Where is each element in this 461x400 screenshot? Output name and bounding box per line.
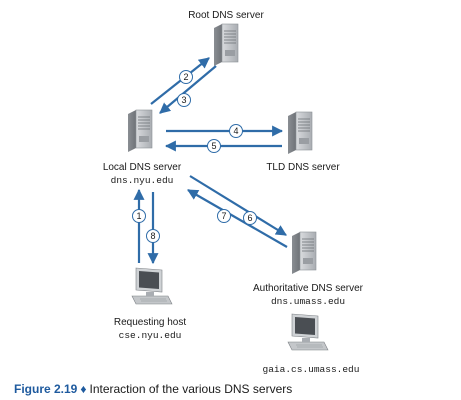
local-dns-server-label: Local DNS server bbox=[103, 162, 182, 173]
step-4-circle: 4 bbox=[229, 124, 243, 138]
step-1-circle: 1 bbox=[132, 209, 146, 223]
arrow-step-3 bbox=[159, 65, 217, 114]
requesting-host-label: Requesting host bbox=[114, 317, 186, 328]
arrow-step-2 bbox=[150, 57, 210, 105]
step-8-circle: 8 bbox=[146, 229, 160, 243]
requesting-host: Requesting host cse.nyu.edu bbox=[114, 267, 186, 341]
requesting-host-name: cse.nyu.edu bbox=[119, 330, 182, 341]
step-7-circle: 7 bbox=[217, 209, 231, 223]
step-4-number: 4 bbox=[233, 126, 238, 136]
caption-text: Interaction of the various DNS servers bbox=[89, 382, 293, 396]
figure-number: Figure 2.19 bbox=[14, 382, 78, 396]
authoritative-dns-server: Authoritative DNS server dns.umass.edu bbox=[253, 231, 364, 307]
arrow-step-7 bbox=[187, 189, 288, 248]
step-7-number: 7 bbox=[221, 211, 226, 221]
local-dns-server-host: dns.nyu.edu bbox=[111, 175, 174, 186]
step-1-number: 1 bbox=[136, 211, 141, 221]
tld-dns-server-label: TLD DNS server bbox=[266, 162, 340, 173]
step-6-circle: 6 bbox=[243, 211, 257, 225]
step-3-circle: 3 bbox=[177, 93, 191, 107]
tld-server-icon bbox=[287, 111, 313, 155]
authoritative-server-icon bbox=[291, 231, 317, 275]
step-6-number: 6 bbox=[247, 213, 252, 223]
root-dns-server: Root DNS server bbox=[188, 10, 264, 67]
tld-dns-server: TLD DNS server bbox=[266, 111, 340, 173]
step-2-circle: 2 bbox=[179, 70, 193, 84]
local-dns-server: Local DNS server dns.nyu.edu bbox=[103, 109, 182, 186]
root-server-icon bbox=[213, 23, 239, 67]
target-host-computer-icon bbox=[287, 313, 329, 351]
arrows bbox=[133, 57, 288, 265]
requesting-host-computer-icon bbox=[131, 267, 173, 305]
dns-interaction-diagram: 2 3 4 5 6 7 1 8 Root bbox=[103, 10, 364, 375]
authoritative-dns-server-label: Authoritative DNS server bbox=[253, 283, 364, 294]
target-host-name: gaia.cs.umass.edu bbox=[263, 364, 360, 375]
figure-caption: Figure 2.19♦Interaction of the various D… bbox=[14, 382, 292, 396]
step-3-number: 3 bbox=[181, 95, 186, 105]
step-2-number: 2 bbox=[183, 72, 188, 82]
authoritative-dns-server-host: dns.umass.edu bbox=[271, 296, 345, 307]
step-5-number: 5 bbox=[211, 141, 216, 151]
step-labels: 2 3 4 5 6 7 1 8 bbox=[132, 70, 257, 243]
arrow-step-6 bbox=[189, 175, 287, 236]
local-server-icon bbox=[127, 109, 153, 153]
step-8-number: 8 bbox=[150, 231, 155, 241]
step-5-circle: 5 bbox=[207, 139, 221, 153]
target-host: gaia.cs.umass.edu bbox=[263, 313, 360, 375]
root-dns-server-label: Root DNS server bbox=[188, 10, 264, 21]
caption-separator: ♦ bbox=[80, 382, 87, 396]
